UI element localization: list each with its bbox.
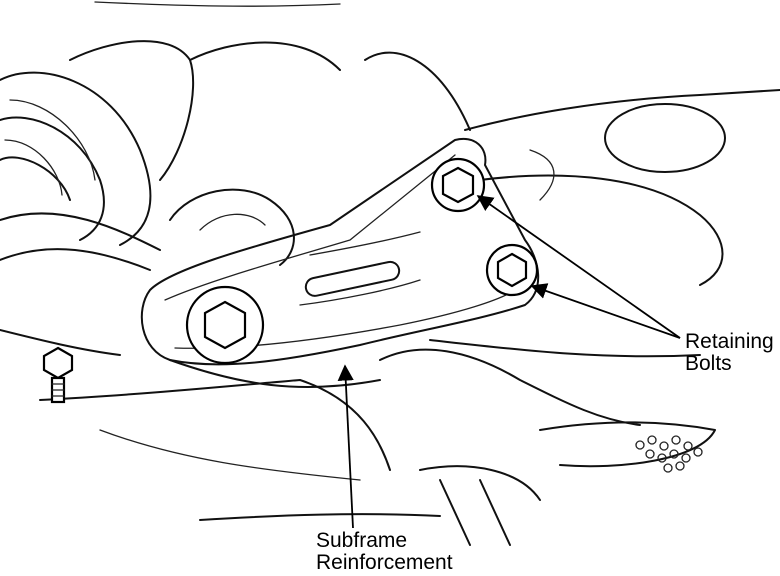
- subframe-reinforcement-label: Subframe Reinforcement: [316, 530, 453, 574]
- arrow-to-reinforcement: [337, 364, 354, 529]
- frame-panel-right: [464, 89, 780, 286]
- cropped-caption-fragment: [94, 1, 341, 7]
- retaining-bolt-lower: [485, 243, 539, 297]
- leader-lines: [337, 195, 681, 529]
- lower-subframe: [0, 329, 716, 546]
- label-line: Retaining: [685, 330, 774, 353]
- arrow-to-upper-bolt: [476, 195, 681, 339]
- bracket-main-bolt: [185, 285, 265, 365]
- retaining-bolt-upper: [430, 157, 486, 213]
- stud-bolt-left: [42, 346, 74, 404]
- retaining-bolts-label: Retaining Bolts: [685, 331, 774, 375]
- label-line: Subframe: [316, 529, 408, 552]
- label-line: Bolts: [685, 352, 732, 375]
- mount-body: [69, 40, 471, 266]
- exhaust-pipe: [0, 71, 161, 271]
- arrow-to-lower-bolt: [530, 283, 681, 339]
- label-line: Reinforcement: [316, 551, 453, 574]
